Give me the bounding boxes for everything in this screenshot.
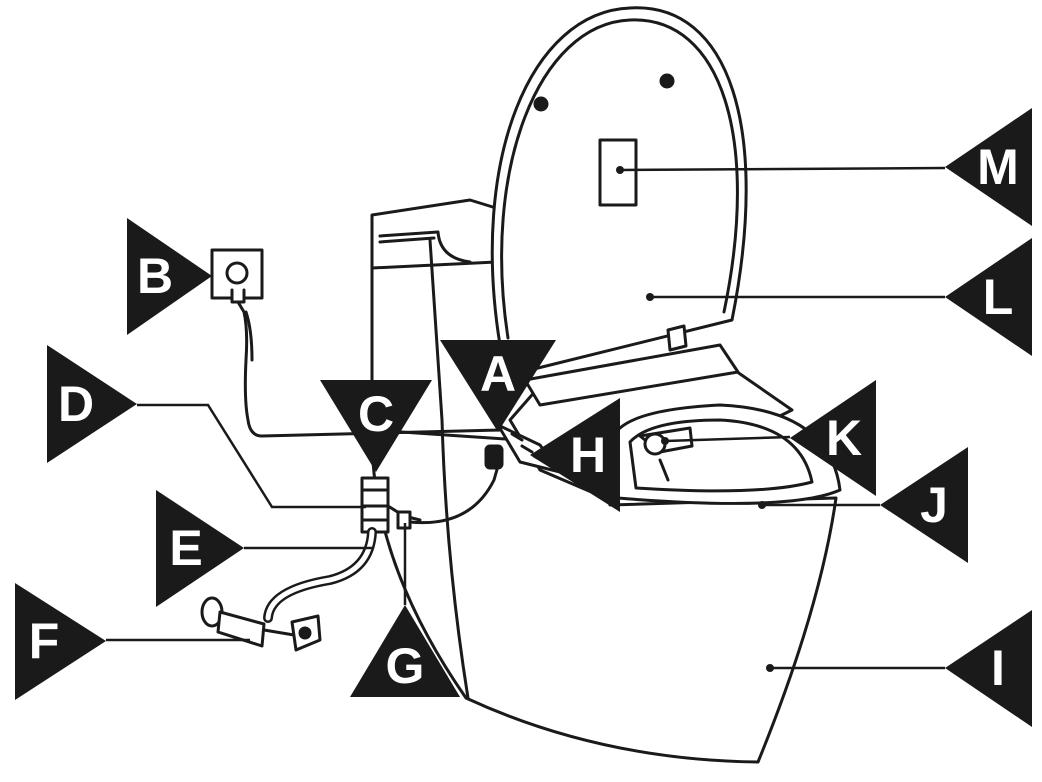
callout-g-letter: G bbox=[386, 638, 425, 694]
callout-g: G bbox=[350, 605, 460, 697]
leader-dot-i bbox=[766, 664, 774, 672]
callout-l: L bbox=[945, 238, 1032, 356]
leader-dot-m bbox=[616, 166, 624, 174]
lid-bumper-right bbox=[659, 73, 675, 89]
callout-j: J bbox=[880, 447, 968, 563]
callout-k-letter: K bbox=[826, 410, 862, 466]
callout-j-letter: J bbox=[920, 477, 948, 533]
callout-h-letter: H bbox=[570, 427, 606, 483]
leader-line-k bbox=[664, 435, 791, 443]
callout-b: B bbox=[127, 218, 212, 335]
shutoff-valve bbox=[200, 596, 322, 652]
callout-k: K bbox=[790, 380, 876, 496]
lid bbox=[490, 6, 748, 372]
seat-panel bbox=[523, 343, 740, 407]
callout-f-letter: F bbox=[29, 613, 60, 669]
leader-lines bbox=[106, 166, 946, 670]
callout-i-letter: I bbox=[991, 640, 1005, 696]
callout-e-letter: E bbox=[169, 520, 202, 576]
callout-d-letter: D bbox=[58, 376, 94, 432]
callout-c-letter: C bbox=[358, 386, 394, 442]
leader-dot-l bbox=[646, 293, 654, 301]
callout-e: E bbox=[156, 490, 244, 607]
callout-b-letter: B bbox=[137, 248, 173, 304]
callout-a: A bbox=[440, 340, 556, 432]
leader-dot-k bbox=[661, 437, 669, 445]
seat-ring bbox=[610, 403, 842, 505]
bowl-body bbox=[370, 428, 838, 764]
callout-d: D bbox=[47, 345, 137, 463]
callout-f: F bbox=[15, 583, 106, 700]
leader-dot-j bbox=[758, 501, 766, 509]
toilet-illustration bbox=[200, 6, 842, 764]
callout-i: I bbox=[945, 610, 1032, 727]
lid-bumper-left bbox=[533, 96, 549, 112]
leader-line-d bbox=[137, 403, 366, 509]
callout-m: M bbox=[945, 108, 1032, 226]
callout-c: C bbox=[320, 380, 432, 472]
callout-l-letter: L bbox=[983, 269, 1014, 325]
power-cord bbox=[210, 248, 502, 438]
leader-line-m bbox=[619, 166, 946, 172]
callout-h: H bbox=[530, 398, 620, 512]
supply-hose bbox=[263, 527, 377, 623]
callout-m-letter: M bbox=[977, 139, 1019, 195]
callout-a-letter: A bbox=[480, 346, 516, 402]
